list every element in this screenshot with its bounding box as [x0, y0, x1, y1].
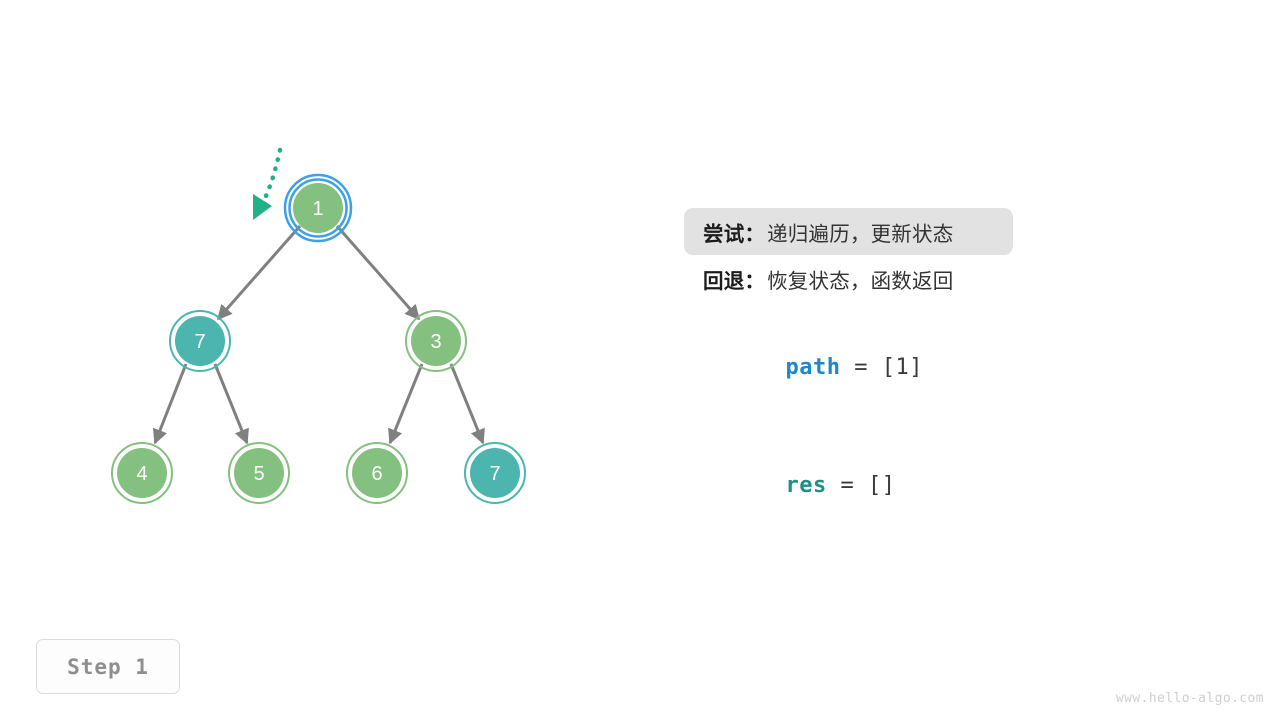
tree-node-7-left[interactable]: 7	[169, 310, 231, 372]
node-outer-ring	[464, 442, 526, 504]
tree-nodes: 1 7 3 4	[111, 173, 526, 504]
edge-7-to-5	[213, 363, 249, 445]
edge-3-to-7	[449, 363, 485, 445]
step-badge-label: Step 1	[67, 654, 149, 679]
annotation-row-try: 尝试： 递归遍历，更新状态	[684, 208, 1013, 255]
code-value-res: []	[867, 473, 896, 498]
node-label: 4	[136, 463, 147, 485]
node-body	[352, 448, 402, 498]
code-equals-path: =	[840, 355, 882, 380]
code-line-res: res = []	[703, 448, 895, 523]
edge-1-to-3	[335, 225, 421, 321]
node-active-ring	[283, 173, 353, 243]
tree-node-1[interactable]: 1	[283, 173, 353, 243]
code-equals-res: =	[826, 473, 868, 498]
tree-node-5[interactable]: 5	[228, 442, 290, 504]
tree-node-4[interactable]: 4	[111, 442, 173, 504]
node-label: 3	[430, 331, 441, 353]
node-outer-ring	[111, 442, 173, 504]
edge-3-to-6	[388, 363, 424, 445]
node-label: 1	[312, 198, 323, 220]
node-outer-ring	[405, 310, 467, 372]
pointer-arrowhead-icon	[253, 194, 272, 220]
node-label: 7	[489, 463, 500, 485]
annotation-key-backtrack: 回退：	[703, 269, 766, 293]
edge-7-to-4	[152, 363, 188, 445]
tree-node-7-right[interactable]: 7	[464, 442, 526, 504]
annotation-row-backtrack: 回退： 恢复状态，函数返回	[684, 255, 1224, 302]
code-value-path: [1]	[881, 355, 923, 380]
annotation-key-try: 尝试：	[703, 222, 766, 246]
annotation-value-try: 递归遍历，更新状态	[767, 222, 954, 246]
edge-1-to-7	[216, 225, 302, 321]
code-variable-path: path	[785, 355, 841, 380]
tree-edges	[152, 225, 485, 445]
watermark-text: www.hello-algo.com	[1115, 691, 1264, 706]
node-label: 5	[253, 463, 264, 485]
node-outer-ring	[169, 310, 231, 372]
step-badge: Step 1	[36, 639, 180, 694]
tree-node-6[interactable]: 6	[346, 442, 408, 504]
binary-tree-diagram: 1 7 3 4	[111, 147, 526, 504]
code-variable-res: res	[785, 473, 827, 498]
node-label: 7	[194, 331, 205, 353]
node-inner-ring	[288, 178, 348, 238]
explanation-panel: 尝试： 递归遍历，更新状态 回退： 恢复状态，函数返回 path = [1] r…	[684, 208, 1224, 498]
recursion-pointer	[253, 147, 283, 220]
watermark: www.hello-algo.com	[1116, 691, 1264, 706]
node-body	[234, 448, 284, 498]
pointer-dotted-curve-icon	[263, 147, 283, 199]
node-body	[175, 316, 225, 366]
node-body	[411, 316, 461, 366]
node-body	[117, 448, 167, 498]
code-line-path: path = [1]	[703, 330, 923, 405]
tree-node-3[interactable]: 3	[405, 310, 467, 372]
node-outer-ring	[346, 442, 408, 504]
node-outer-ring	[228, 442, 290, 504]
node-body	[470, 448, 520, 498]
node-body	[293, 183, 343, 233]
node-label: 6	[371, 463, 382, 485]
annotation-value-backtrack: 恢复状态，函数返回	[767, 269, 954, 293]
